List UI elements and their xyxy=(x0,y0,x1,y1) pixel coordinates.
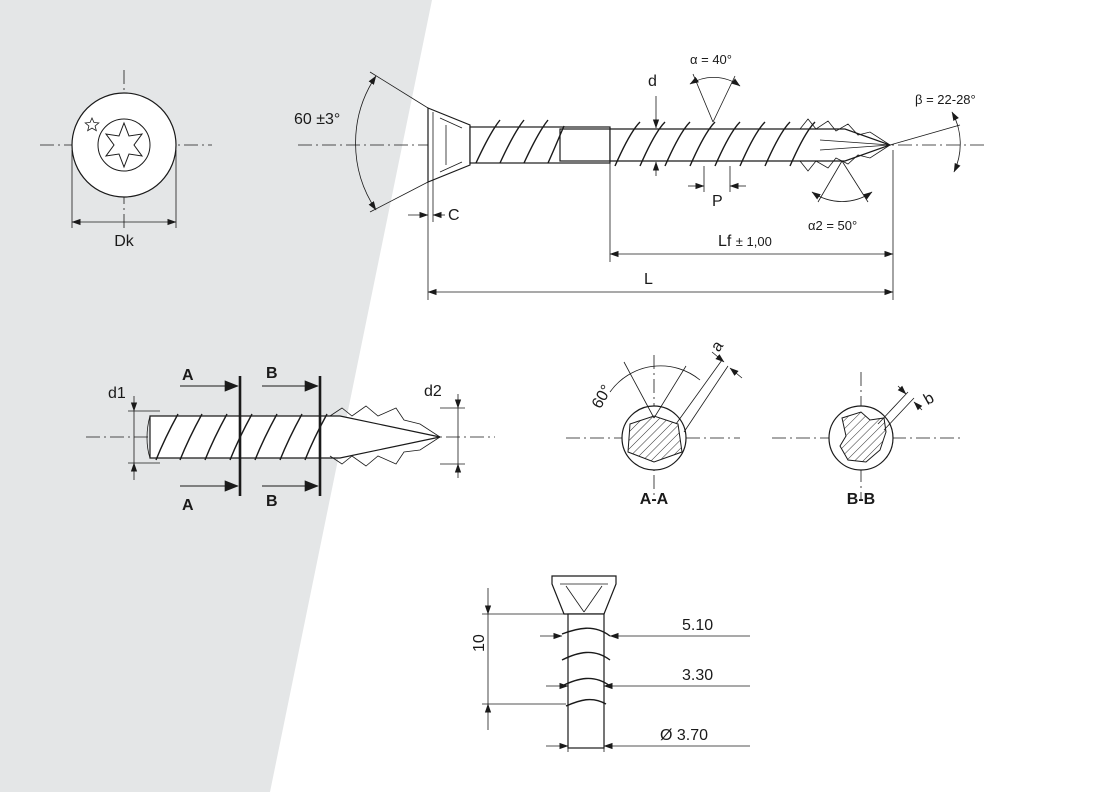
outer-diameter-label: 5.10 xyxy=(682,617,713,634)
c-label: C xyxy=(448,207,460,224)
aa-a-label: a xyxy=(708,338,727,355)
lf-label: Lf ± 1,00 xyxy=(718,233,772,250)
shank-diameter-label: Ø 3.70 xyxy=(660,727,708,744)
l-label: L xyxy=(644,271,653,288)
d2-label: d2 xyxy=(424,383,442,400)
thread-detail-view: 10 5.10 3.30 Ø 3.70 xyxy=(471,575,750,752)
section-a-bottom: A xyxy=(182,497,194,514)
detail-height-label: 10 xyxy=(471,634,488,652)
beta-label: β = 22-28° xyxy=(915,92,976,107)
section-a-top: A xyxy=(182,367,194,384)
section-b-top: B xyxy=(266,365,278,382)
alpha-label: α = 40° xyxy=(690,52,732,67)
torx-recess xyxy=(104,121,144,169)
background-panel xyxy=(0,0,432,792)
bb-b-label: b xyxy=(921,389,937,408)
aa-title: A-A xyxy=(640,491,669,508)
dk-label: Dk xyxy=(114,233,135,250)
alpha2-label: α2 = 50° xyxy=(808,218,857,233)
section-b-bottom: B xyxy=(266,493,278,510)
screw-side-view: 60 ±3° C d α = 40° β = 22-28° P α2 = 50° xyxy=(294,52,985,300)
head-angle-label: 60 ±3° xyxy=(294,111,340,128)
aa-angle-label: 60° xyxy=(589,382,616,411)
d-label: d xyxy=(648,73,657,90)
section-bb-view: b B-B xyxy=(772,372,960,508)
section-aa-view: 60° a A-A xyxy=(566,338,743,508)
star-mark-icon xyxy=(84,117,100,132)
core-diameter-label: 3.30 xyxy=(682,667,713,684)
tip-detail-view: d1 d2 A A B B xyxy=(86,365,495,514)
d1-label: d1 xyxy=(108,385,126,402)
p-label: P xyxy=(712,193,723,210)
head-top-view: Dk xyxy=(40,70,212,250)
bb-title: B-B xyxy=(847,491,875,508)
